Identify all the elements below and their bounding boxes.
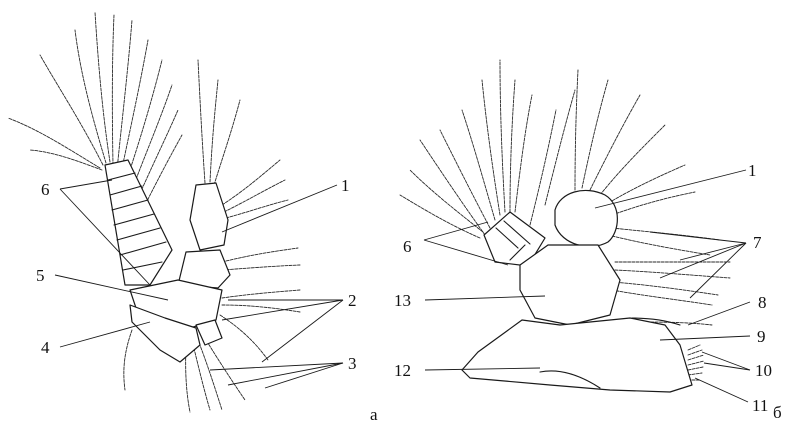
label-a-3: 3 bbox=[348, 354, 357, 373]
panel-b-body bbox=[462, 190, 692, 392]
label-a-1: 1 bbox=[341, 176, 350, 195]
panel-a-caption: а bbox=[370, 405, 378, 423]
label-a-5: 5 bbox=[36, 266, 45, 285]
label-a-2: 2 bbox=[348, 291, 357, 310]
label-b-13: 13 bbox=[394, 291, 411, 310]
panel-b: 1 6 7 13 8 9 12 10 11 б bbox=[394, 60, 782, 422]
label-a-6: 6 bbox=[41, 180, 50, 199]
label-b-9: 9 bbox=[757, 327, 766, 346]
label-a-4: 4 bbox=[41, 338, 50, 357]
panel-a-body bbox=[105, 160, 230, 362]
label-b-6: 6 bbox=[403, 237, 412, 256]
label-b-10: 10 bbox=[755, 361, 772, 380]
label-b-8: 8 bbox=[758, 293, 767, 312]
label-b-12: 12 bbox=[394, 361, 411, 380]
label-b-1: 1 bbox=[748, 161, 757, 180]
label-b-11: 11 bbox=[752, 396, 768, 415]
panel-a: 1 6 5 2 4 3 а bbox=[8, 12, 378, 423]
panel-b-caption: б bbox=[773, 403, 782, 422]
label-b-7: 7 bbox=[753, 233, 762, 252]
